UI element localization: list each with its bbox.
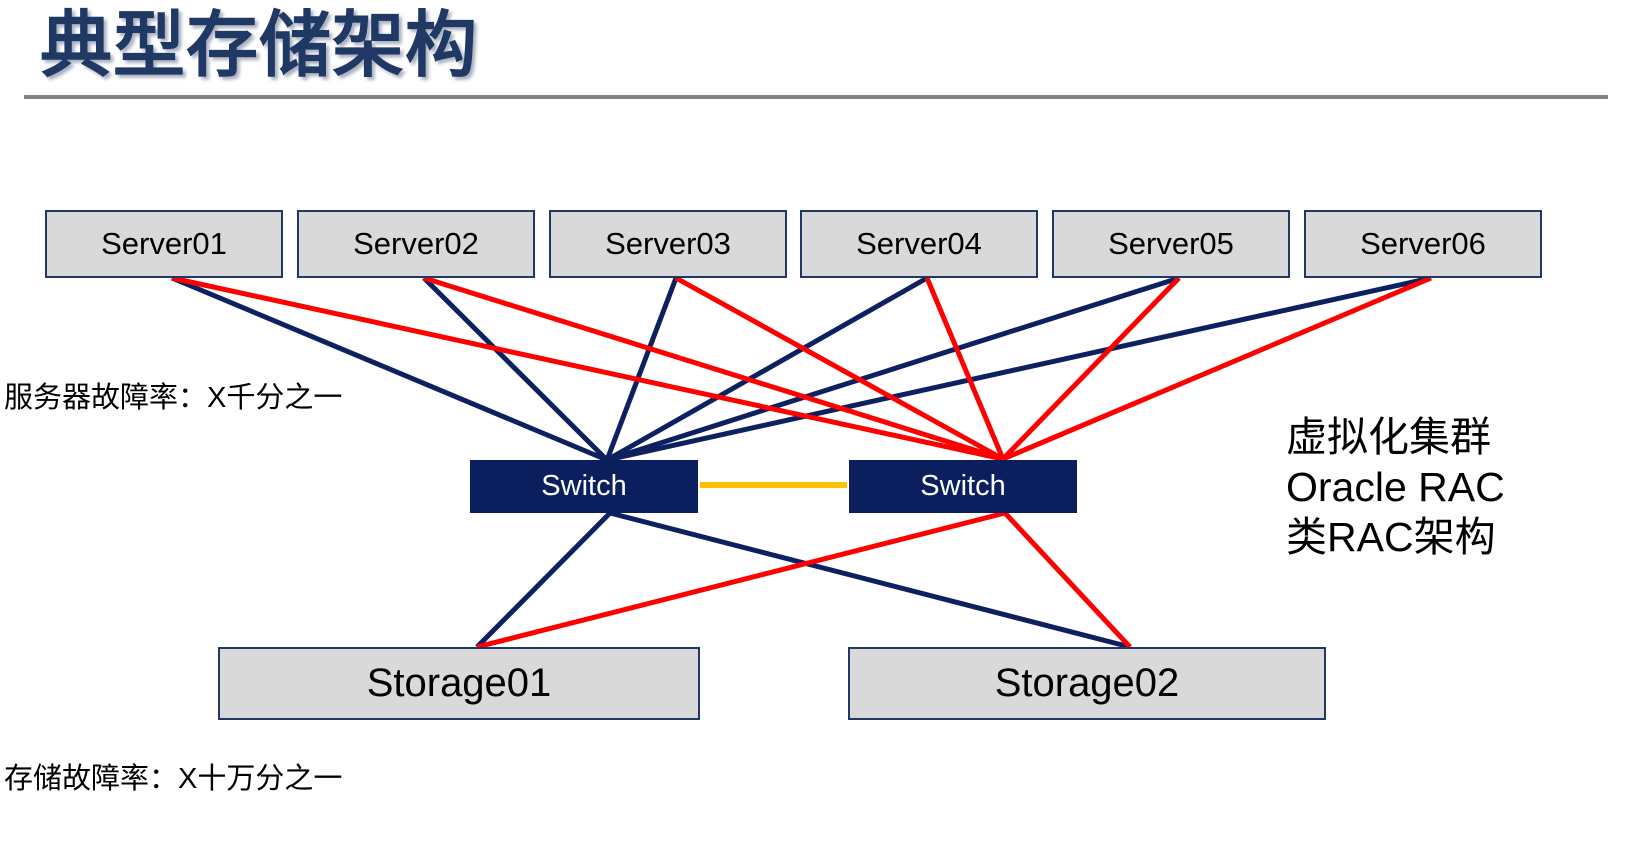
connection-line (171, 275, 608, 463)
connection-line (1003, 511, 1132, 649)
connection-line (609, 510, 1131, 650)
server-box-4[interactable]: Server04 (800, 210, 1038, 278)
switch-box-right[interactable]: Switch (849, 460, 1077, 513)
cluster-note-block: 虚拟化集群 Oracle RAC 类RAC架构 (1286, 412, 1505, 562)
storage-box-1[interactable]: Storage01 (218, 647, 700, 720)
cluster-note-line-1: 虚拟化集群 (1286, 414, 1491, 460)
storage-box-label: Storage02 (994, 661, 1180, 705)
connection-line (606, 275, 1180, 463)
connection-line (422, 276, 609, 462)
cluster-note-line-3: 类RAC架构 (1286, 514, 1496, 560)
connection-line (674, 275, 1005, 462)
title-divider (24, 95, 1608, 99)
red-link-group (171, 275, 1432, 462)
switch-box-label: Switch (920, 470, 1006, 502)
connection-line (476, 510, 1006, 650)
server-box-6[interactable]: Server06 (1304, 210, 1542, 278)
cluster-note-line-2: Oracle RAC (1286, 464, 1505, 510)
server-box-5[interactable]: Server05 (1052, 210, 1290, 278)
server-box-3[interactable]: Server03 (549, 210, 787, 278)
server-box-label: Server03 (605, 226, 731, 261)
storage-box-label: Storage01 (366, 661, 552, 705)
connection-line (605, 275, 929, 463)
server-box-label: Server01 (101, 226, 227, 261)
page-title: 典型存储架构 (40, 6, 479, 86)
connection-line (475, 511, 612, 649)
server-box-label: Server02 (353, 226, 479, 261)
storage-link-group (475, 510, 1132, 650)
server-box-1[interactable]: Server01 (45, 210, 283, 278)
server-box-label: Server04 (856, 226, 982, 261)
switch-box-label: Switch (541, 470, 627, 502)
connection-line (924, 277, 1006, 460)
connection-line (606, 275, 1432, 463)
switch-box-left[interactable]: Switch (470, 460, 698, 513)
connection-line (604, 277, 679, 461)
storage-failure-rate-label: 存储故障率：X十万分之一 (4, 763, 343, 795)
navy-link-group (171, 275, 1432, 463)
server-box-2[interactable]: Server02 (297, 210, 535, 278)
server-failure-rate-label: 服务器故障率：X千分之一 (4, 382, 343, 414)
storage-box-2[interactable]: Storage02 (848, 647, 1326, 720)
connection-line (171, 275, 1004, 462)
connection-line (1001, 276, 1181, 461)
server-box-label: Server05 (1108, 226, 1234, 261)
server-box-label: Server06 (1360, 226, 1486, 261)
connection-line (423, 275, 1004, 462)
connection-line (1002, 275, 1432, 462)
